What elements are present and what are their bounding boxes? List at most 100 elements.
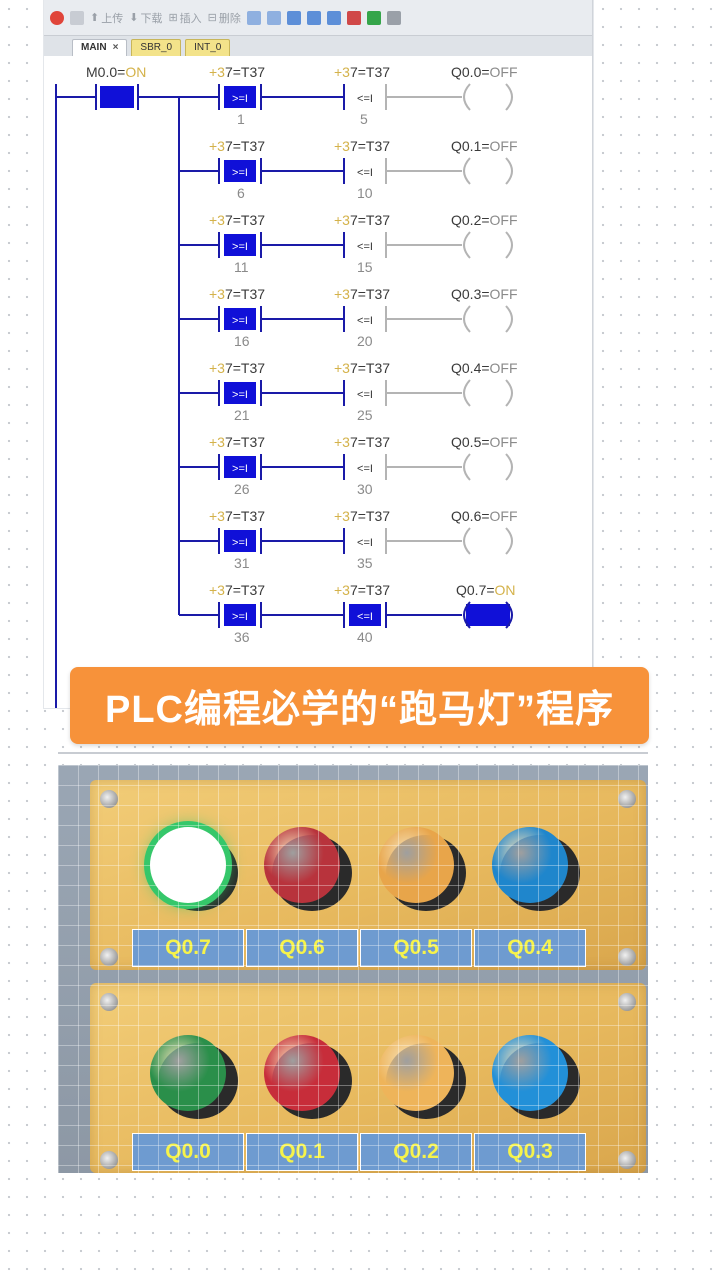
checklist-icon[interactable] <box>70 10 84 25</box>
tab-int0[interactable]: INT_0 <box>185 39 231 56</box>
ge-compare-op: >=I <box>232 389 248 401</box>
le-compare-op: <=I <box>357 537 373 549</box>
contact-icon[interactable] <box>286 10 301 25</box>
ge-operand-label: +37=T37 <box>209 138 265 154</box>
ge-value-label: 11 <box>234 259 249 275</box>
le-value-label: 15 <box>357 259 373 275</box>
ge-compare-fill <box>224 160 256 182</box>
coil-right <box>505 157 513 185</box>
coil-name: Q0.3= <box>451 286 490 302</box>
ge-value-label: 26 <box>234 481 250 497</box>
compile-icon[interactable] <box>366 10 381 25</box>
coil-fill <box>466 604 510 626</box>
coil-label-q00: Q0.0=OFF <box>451 64 518 80</box>
ge-compare-fill <box>224 604 256 626</box>
indicator-light-q03 <box>488 1033 580 1119</box>
operand-text: 7=T37 <box>349 582 391 598</box>
editor-tabs: MAIN × SBR_0 INT_0 <box>44 36 592 56</box>
operand-prefix: +3 <box>209 212 225 228</box>
operand-prefix: +3 <box>334 138 350 154</box>
ladder-network: >=I<=I>=I<=I>=I<=I>=I<=I>=I<=I>=I<=I>=I<… <box>44 56 592 708</box>
ge-value-label: 36 <box>234 629 250 645</box>
indicator-light-q07 <box>146 825 238 911</box>
screw-icon <box>618 948 636 966</box>
operand-text: 7=T37 <box>224 434 266 450</box>
coil-right <box>505 231 513 259</box>
insert-button[interactable]: ⊞插入 <box>168 10 201 26</box>
tab-main-label: MAIN <box>81 42 107 53</box>
upload-icon: ⬆ <box>90 12 100 24</box>
screw-icon <box>618 993 636 1011</box>
tag-row-bottom: Q0.0 Q0.1 Q0.2 Q0.3 <box>132 1133 586 1171</box>
screw-icon <box>618 1151 636 1169</box>
light-lens <box>150 827 226 903</box>
save-icon[interactable] <box>386 10 401 25</box>
operand-text: 7=T37 <box>349 286 391 302</box>
m00-contact-label: M0.0=ON <box>86 64 146 80</box>
coil-icon[interactable] <box>306 10 321 25</box>
tab-sbr0[interactable]: SBR_0 <box>131 39 182 56</box>
status-chart-icon[interactable] <box>266 10 281 25</box>
delete-button[interactable]: ⊟删除 <box>208 10 241 26</box>
le-operand-label: +37=T37 <box>334 138 390 154</box>
light-lens <box>264 827 340 903</box>
le-compare-op: <=I <box>357 463 373 475</box>
light-lens <box>378 1035 454 1111</box>
coil-left <box>463 157 471 185</box>
light-tag-q02: Q0.2 <box>360 1133 472 1171</box>
le-compare-op: <=I <box>357 315 373 327</box>
coil-state: OFF <box>489 212 518 228</box>
monitor-icon[interactable] <box>246 10 261 25</box>
light-tag-q01: Q0.1 <box>246 1133 358 1171</box>
coil-left <box>463 601 471 629</box>
le-operand-label: +37=T37 <box>334 64 390 80</box>
delete-icon: ⊟ <box>207 12 217 24</box>
tab-main[interactable]: MAIN × <box>72 39 128 56</box>
close-icon[interactable]: × <box>112 42 119 53</box>
le-operand-label: +37=T37 <box>334 286 390 302</box>
toolbar: ⬆上传 ⬇下载 ⊞插入 ⊟删除 <box>44 0 592 36</box>
coil-state: OFF <box>489 508 518 524</box>
indicator-light-q06 <box>260 825 352 911</box>
le-compare-fill <box>349 604 381 626</box>
line-delete-icon[interactable] <box>346 10 361 25</box>
ladder-wiring: >=I<=I>=I<=I>=I<=I>=I<=I>=I<=I>=I<=I>=I<… <box>55 83 513 708</box>
operand-prefix: +3 <box>209 64 225 80</box>
light-lens <box>378 827 454 903</box>
screw-icon <box>100 993 118 1011</box>
operand-prefix: +3 <box>334 64 350 80</box>
le-operand-label: +37=T37 <box>334 360 390 376</box>
coil-left <box>463 527 471 555</box>
light-lens <box>264 1035 340 1111</box>
box-icon[interactable] <box>326 10 341 25</box>
ge-value-label: 1 <box>237 111 245 127</box>
delete-label: 删除 <box>218 12 241 25</box>
operand-text: 7=T37 <box>224 286 266 302</box>
operand-text: 7=T37 <box>224 138 266 154</box>
ge-compare-fill <box>224 308 256 330</box>
operand-prefix: +3 <box>209 360 225 376</box>
operand-prefix: +3 <box>209 286 225 302</box>
light-lens <box>150 1035 226 1111</box>
stop-icon[interactable] <box>50 10 64 25</box>
ge-compare-fill <box>224 456 256 478</box>
le-compare-op: <=I <box>357 241 373 253</box>
coil-left <box>463 83 471 111</box>
operand-text: 7=T37 <box>349 212 391 228</box>
coil-right <box>505 83 513 111</box>
ge-compare-op: >=I <box>232 167 248 179</box>
download-label: 下载 <box>140 12 163 25</box>
m00-contact-fill <box>100 86 134 108</box>
ge-compare-op: >=I <box>232 537 248 549</box>
ge-operand-label: +37=T37 <box>209 508 265 524</box>
screw-icon <box>100 948 118 966</box>
ge-operand-label: +37=T37 <box>209 434 265 450</box>
ge-compare-op: >=I <box>232 315 248 327</box>
ge-compare-fill <box>224 234 256 256</box>
operand-prefix: +3 <box>209 138 225 154</box>
light-tag-q05: Q0.5 <box>360 929 472 967</box>
download-button[interactable]: ⬇下载 <box>129 10 162 26</box>
upload-button[interactable]: ⬆上传 <box>90 10 123 26</box>
coil-label-q02: Q0.2=OFF <box>451 212 518 228</box>
ge-operand-label: +37=T37 <box>209 360 265 376</box>
